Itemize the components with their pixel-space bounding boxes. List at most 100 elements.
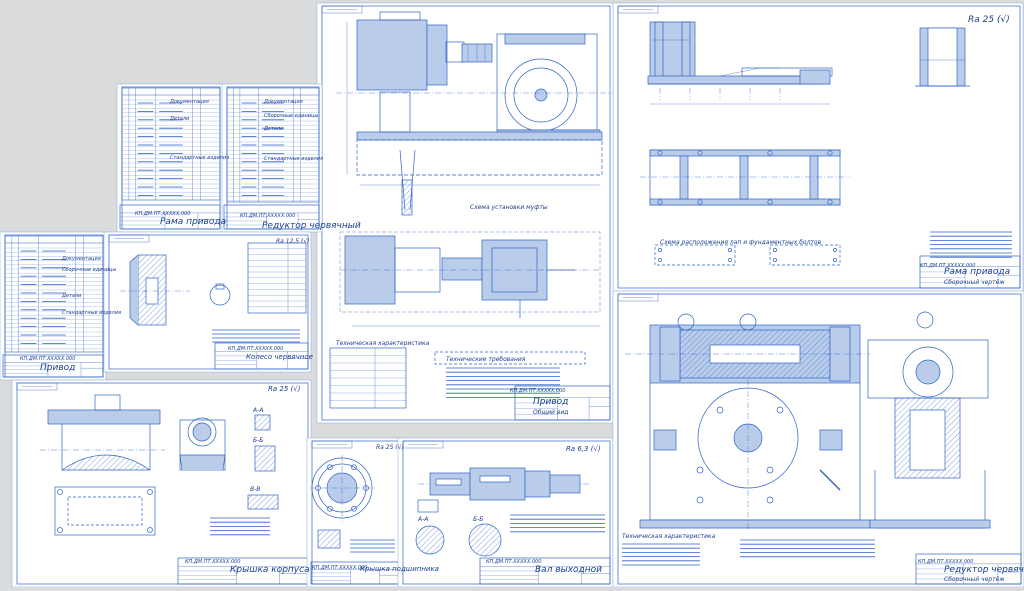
wheel-code: КП.ДМ.ПТ.ХХХХХ.000 xyxy=(228,346,284,352)
bolt-hole xyxy=(827,199,833,205)
spec-left-sec-0: Документация xyxy=(62,256,101,262)
housing-title: Крышка корпуса xyxy=(230,565,310,575)
keyway xyxy=(215,283,225,290)
spec-left-title: Привод xyxy=(40,363,76,373)
motor-body xyxy=(356,19,428,91)
sheet-border xyxy=(397,437,614,588)
spec-frame-code: КП.ДМ.ПТ.ХХХХХ.000 xyxy=(135,211,191,217)
frame-drawing xyxy=(640,21,1012,266)
title-block xyxy=(915,553,1022,585)
housing-bolt-hole xyxy=(147,489,153,495)
spec-left-code: КП.ДМ.ПТ.ХХХХХ.000 xyxy=(20,356,76,362)
title-block xyxy=(223,204,320,230)
foundation-bolt-hatch xyxy=(401,179,413,216)
frame-rail xyxy=(649,149,841,157)
shaft-detail xyxy=(417,499,439,513)
cover-roughness: Ra 25 (√) xyxy=(376,444,404,451)
cover-bolt-hole xyxy=(351,505,357,512)
spec-frame-title: Рама привода xyxy=(160,217,227,227)
shaft-section-b xyxy=(468,523,502,557)
wheel-hub-view xyxy=(209,284,231,306)
stamp-box xyxy=(402,440,444,449)
wheel-param-table xyxy=(247,242,307,314)
reducer-bolt xyxy=(716,406,724,414)
spec-reducer-sec-2: Детали xyxy=(264,126,284,132)
spec-left-table xyxy=(4,235,104,353)
inner-frame xyxy=(108,234,309,370)
title-block xyxy=(119,204,221,230)
motor-stand xyxy=(379,91,411,133)
motor-terminal-box xyxy=(426,24,448,86)
sheet-border xyxy=(116,83,224,233)
housing-flange xyxy=(47,409,161,425)
wheel-title: Колесо червячное xyxy=(246,353,313,361)
cover-code: КП.ДМ.ПТ.ХХХХХ.000 xyxy=(312,565,368,571)
bolt-hole xyxy=(827,150,833,156)
spec-reducer-title: Редуктор червячный xyxy=(262,221,361,231)
housing-roughness: Ra 25 (√) xyxy=(268,385,301,393)
housing-plan-inner xyxy=(67,496,143,526)
bolt-hole xyxy=(657,150,663,156)
frame-plan-outline xyxy=(339,231,601,313)
reducer-subtitle: Сборочный чертёж xyxy=(944,576,1005,583)
note-coupling: Схема установки муфты xyxy=(470,204,548,211)
sheet-border xyxy=(221,83,323,233)
foundation-outline xyxy=(356,139,603,176)
wheel-roughness: Ra 12,5 (√) xyxy=(276,238,310,245)
detail-view-a xyxy=(254,414,271,431)
sheet-spec-frame xyxy=(116,83,224,233)
reducer-bolt xyxy=(776,406,784,414)
reducer-title: Редуктор червячный xyxy=(944,565,1024,575)
cover-bolt-hole xyxy=(327,505,333,512)
housing-bearing-seat xyxy=(187,417,217,447)
detail-view-b xyxy=(254,445,276,472)
shaft-keyway xyxy=(479,475,511,483)
bolt-hole xyxy=(767,150,773,156)
housing-section-hatch xyxy=(61,454,151,471)
reducer-plan xyxy=(481,239,548,301)
inner-frame xyxy=(617,5,1021,289)
shaft-section-a xyxy=(415,525,445,555)
shaft-code: КП.ДМ.ПТ.ХХХХХ.000 xyxy=(486,559,542,565)
wheel-crown xyxy=(129,254,139,326)
reducer-assembly-drawing xyxy=(622,311,991,566)
reducer-side-cavity xyxy=(909,409,946,471)
shaft-step xyxy=(524,470,551,498)
frame-title: Рама привода xyxy=(944,267,1011,277)
worm-shaft-right xyxy=(819,429,843,451)
drive-char-table xyxy=(329,347,407,409)
title-block xyxy=(514,385,611,421)
reducer-side-base xyxy=(869,519,991,529)
shaft-step xyxy=(469,467,526,501)
housing-plan xyxy=(54,486,156,536)
spec-reducer-table xyxy=(226,87,320,203)
lifting-eye-right xyxy=(739,313,757,331)
reducer-bolt xyxy=(696,466,704,474)
coupling-scheme xyxy=(434,351,586,365)
spec-left-sec-3: Стандартные изделия xyxy=(62,310,122,316)
housing-view-v: В-В xyxy=(250,486,261,493)
frame-side-opening xyxy=(927,27,958,87)
reducer-bolt xyxy=(766,466,774,474)
housing-bolt-hole xyxy=(57,489,63,495)
foundation-bolt xyxy=(728,248,732,252)
cover-drawing xyxy=(310,455,395,553)
assembly-drive-title: Привод xyxy=(533,397,569,407)
spec-table-frame xyxy=(226,87,320,203)
motor-stand-plate xyxy=(649,21,696,83)
spec-left-sec-2: Детали xyxy=(62,293,82,299)
spec-table-frame xyxy=(121,87,221,201)
reducer-bolt xyxy=(696,496,704,504)
sheet-spec-left xyxy=(0,231,107,381)
housing-side-flange xyxy=(179,454,226,471)
reducer-bolt xyxy=(766,496,774,504)
crossbar xyxy=(809,155,819,200)
bolt-hole xyxy=(657,199,663,205)
foundation-scheme xyxy=(654,244,736,266)
drive-drawing xyxy=(329,11,612,409)
spec-table-frame xyxy=(4,235,104,353)
cover-title: Крышка подшипника xyxy=(360,565,439,573)
stamp-box xyxy=(108,234,150,243)
